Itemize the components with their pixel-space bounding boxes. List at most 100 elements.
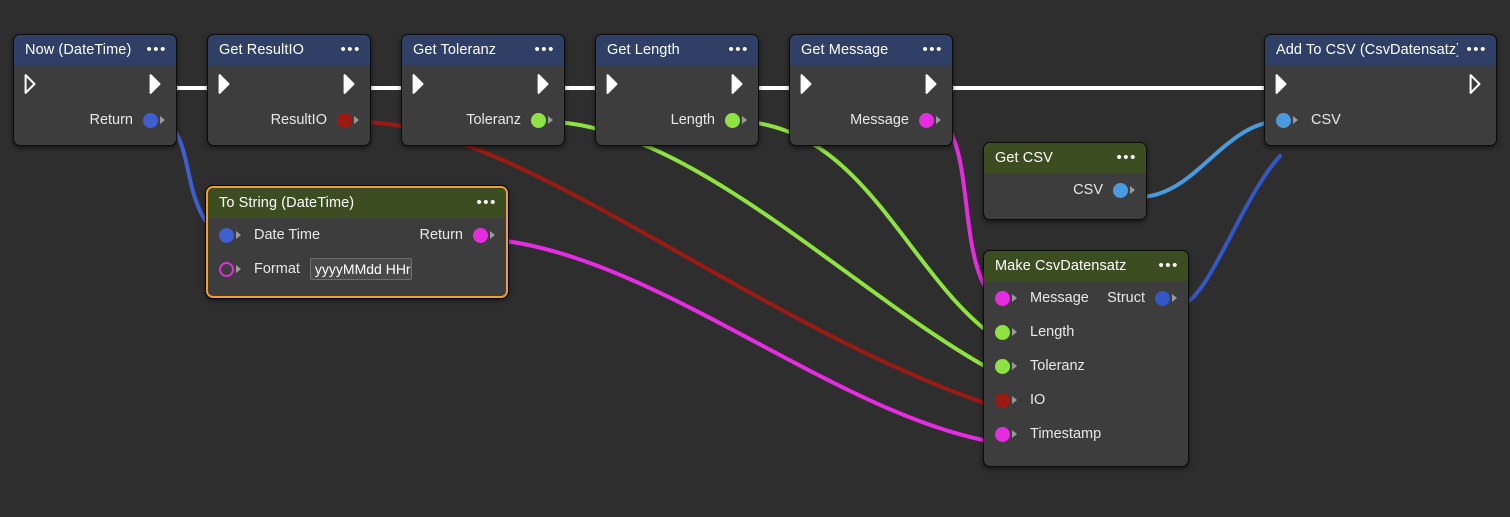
pin-dot-return[interactable] [143,112,158,128]
output-pin-struct[interactable]: Struct [1107,290,1177,306]
pin-dot-resultio[interactable] [337,112,352,128]
node-get-csv[interactable]: Get CSV••• CSV [983,142,1147,220]
input-pin-toleranz[interactable]: Toleranz [995,358,1085,374]
wire-data-toleranz-to-toleranz[interactable] [554,120,1001,376]
input-pin-date-time[interactable]: Date Time [219,227,320,243]
node-header-get-length[interactable]: Get Length••• [596,35,758,65]
node-menu-icon[interactable]: ••• [146,41,167,58]
node-now-datetime[interactable]: Now (DateTime)••• Return [13,34,177,146]
exec-arrow-glyph [1275,74,1287,94]
exec-out-pin[interactable] [343,74,360,95]
pin-label: CSV [1311,112,1341,128]
pin-dot-length[interactable] [995,324,1010,340]
exec-out-pin[interactable] [925,74,942,95]
output-pin-length[interactable]: Length [671,112,747,128]
exec-in-pin[interactable] [218,74,235,95]
exec-out-pin[interactable] [731,74,748,95]
exec-in-pin[interactable] [800,74,817,95]
node-menu-icon[interactable]: ••• [340,41,361,58]
node-header-get-message[interactable]: Get Message••• [790,35,952,65]
output-pin-resultio[interactable]: ResultIO [271,112,359,128]
output-pin-csv[interactable]: CSV [1073,182,1135,198]
pin-dot-csv[interactable] [1113,182,1128,198]
node-header-get-resultio[interactable]: Get ResultIO ••• [208,35,370,65]
exec-arrow-glyph [1469,74,1481,94]
input-pin-length[interactable]: Length [995,324,1074,340]
exec-in-pin[interactable] [1275,74,1292,95]
node-get-toleranz[interactable]: Get Toleranz ••• Toleranz [401,34,565,146]
node-header-get-csv[interactable]: Get CSV••• [984,143,1146,173]
pin-dot-toleranz[interactable] [995,358,1010,374]
node-menu-icon[interactable]: ••• [1116,149,1137,166]
node-header-now-datetime[interactable]: Now (DateTime)••• [14,35,176,65]
node-body-get-csv: CSV [984,173,1146,207]
pin-label: Toleranz [1030,358,1085,374]
exec-row [790,65,952,103]
pin-dot-length[interactable] [725,112,740,128]
exec-in-pin[interactable] [24,74,41,95]
node-menu-icon[interactable]: ••• [922,41,943,58]
pin-row: Length [984,315,1188,349]
pin-dot-io[interactable] [995,392,1010,408]
pin-dot-message[interactable] [919,112,934,128]
node-add-to-csv[interactable]: Add To CSV (CsvDatensatz)•••CSVCsvDatens… [1264,34,1497,146]
node-get-message[interactable]: Get Message••• Message [789,34,953,146]
node-menu-icon[interactable]: ••• [1158,257,1179,274]
pin-dot-toleranz[interactable] [531,112,546,128]
pin-label: Length [670,112,715,128]
node-body-get-length: Length [596,65,758,137]
pin-connector-arrow-icon [354,116,359,124]
exec-out-pin[interactable] [149,74,166,95]
node-menu-icon[interactable]: ••• [1466,41,1487,58]
pin-row: Toleranz [402,103,564,137]
pin-dot-message[interactable] [995,290,1010,306]
wire-data-tostring-to-timestamp[interactable] [496,238,1001,445]
node-header-to-string-datetime[interactable]: To String (DateTime) ••• [208,188,506,218]
pin-connector-arrow-icon [490,231,495,239]
pin-connector-arrow-icon [160,116,165,124]
node-title: To String (DateTime) [219,195,355,211]
node-title: Get ResultIO [219,42,305,58]
wire-data-struct-to-csvdatensatz[interactable] [1178,154,1282,307]
pin-dot-csv[interactable] [1276,112,1291,128]
node-menu-icon[interactable]: ••• [534,41,555,58]
pin-dot-format[interactable] [219,261,234,277]
input-pin-io[interactable]: IO [995,392,1045,408]
node-get-resultio[interactable]: Get ResultIO ••• ResultIO [207,34,371,146]
output-pin-toleranz[interactable]: Toleranz [466,112,553,128]
pin-connector-arrow-icon [1012,294,1017,302]
node-get-length[interactable]: Get Length••• Length [595,34,759,146]
pin-dot-timestamp[interactable] [995,426,1010,442]
exec-arrow-glyph [218,74,230,94]
input-pin-message[interactable]: Message [995,290,1089,306]
pin-row: ResultIO [208,103,370,137]
wire-data-length-to-length[interactable] [748,120,1001,342]
pin-dot-struct[interactable] [1155,290,1170,306]
pin-value-input[interactable]: yyyyMMdd HHr [309,258,412,280]
output-pin-message[interactable]: Message [850,112,941,128]
pin-dot-date-time[interactable] [219,227,234,243]
exec-in-pin[interactable] [412,74,429,95]
input-pin-timestamp[interactable]: Timestamp [995,426,1101,442]
node-header-add-to-csv[interactable]: Add To CSV (CsvDatensatz)••• [1265,35,1496,65]
output-pin-return[interactable]: Return [89,112,165,128]
pin-row: IO [984,383,1188,417]
node-title: Get Toleranz [413,42,497,58]
node-menu-icon[interactable]: ••• [728,41,749,58]
pin-connector-arrow-icon [1012,362,1017,370]
exec-in-pin[interactable] [606,74,623,95]
exec-out-pin[interactable] [1469,74,1486,95]
node-header-make-csvdatensatz[interactable]: Make CsvDatensatz••• [984,251,1188,281]
output-pin-return[interactable]: Return [419,227,495,243]
exec-arrow-glyph [606,74,618,94]
pin-dot-return[interactable] [473,227,488,243]
wire-data-getcsv-to-csv[interactable] [1138,119,1282,199]
input-pin-csv[interactable]: CSV [1276,112,1341,128]
exec-out-pin[interactable] [537,74,554,95]
node-header-get-toleranz[interactable]: Get Toleranz ••• [402,35,564,65]
node-menu-icon[interactable]: ••• [476,194,497,211]
